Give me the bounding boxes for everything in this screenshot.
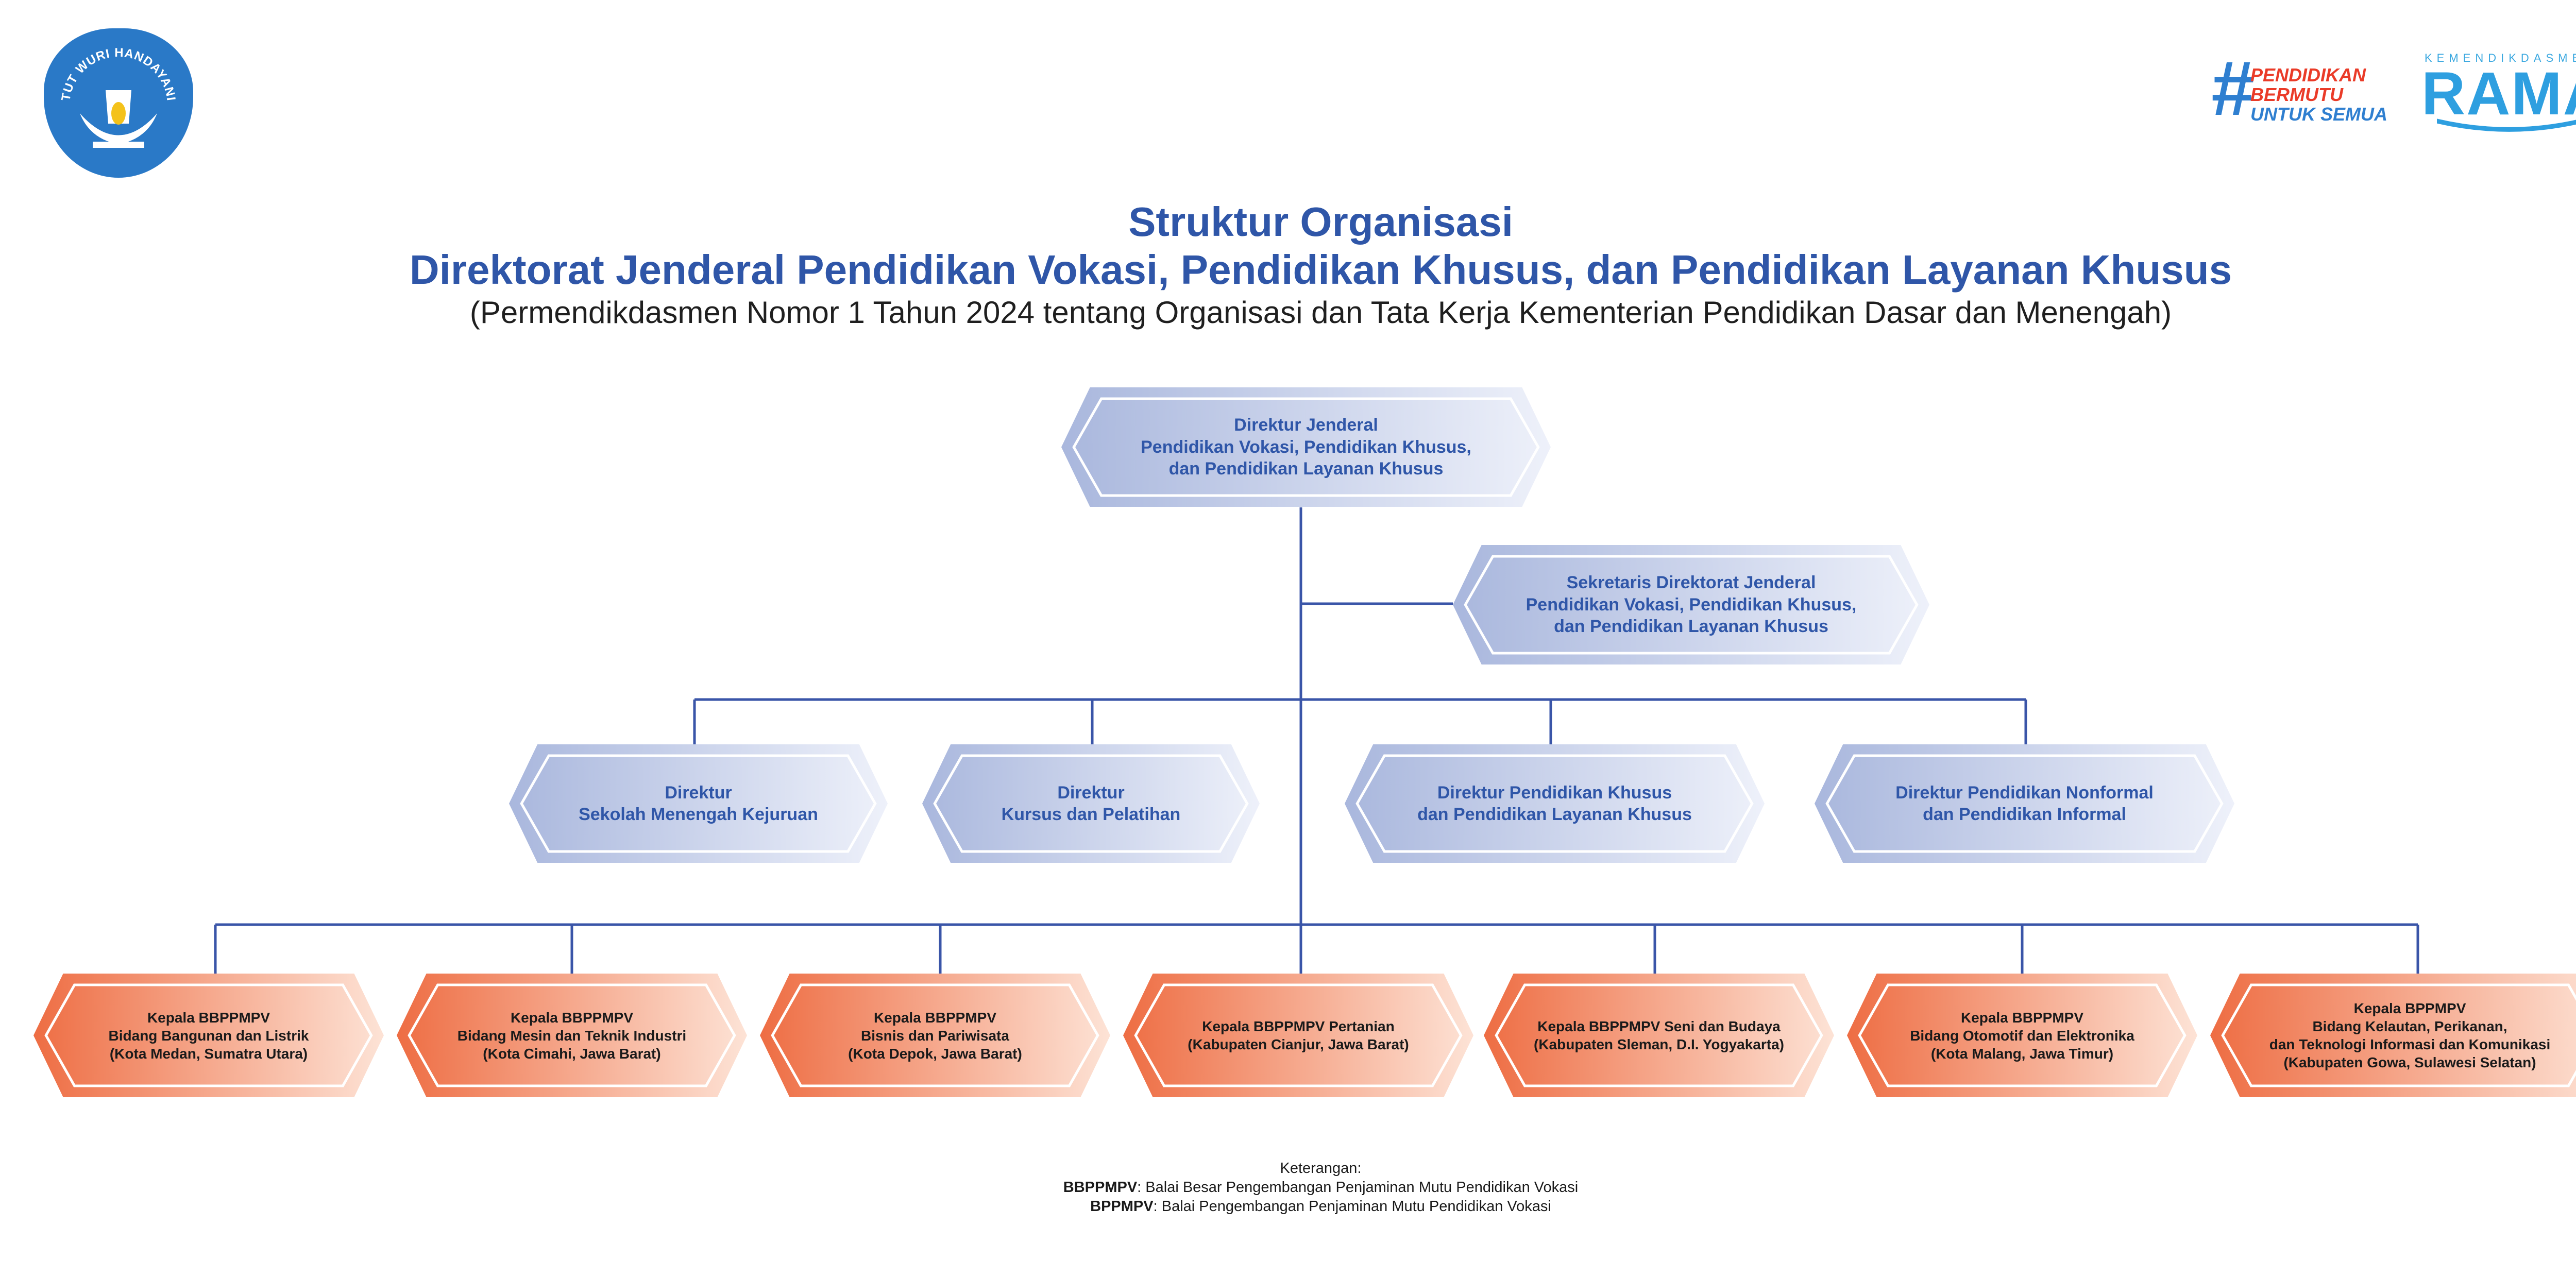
box-direktur-pendidikan-nonformal: Direktur Pendidikan Nonformal dan Pendid…: [1815, 744, 2234, 863]
box-bppmpv-kelautan-perikanan-tik: Kepala BPPMPV Bidang Kelautan, Perikanan…: [2210, 974, 2576, 1097]
box-direktur-jenderal: Direktur Jenderal Pendidikan Vokasi, Pen…: [1061, 387, 1551, 507]
hexagon-shape: [1815, 744, 2234, 863]
hexagon-shape: [1123, 974, 1473, 1097]
hexagon-shape: [397, 974, 747, 1097]
hexagon-shape: [922, 744, 1260, 863]
hexagon-shape: [760, 974, 1110, 1097]
smile-swoosh-icon: [2437, 118, 2576, 132]
box-bbppmpv-bisnis-pariwisata: Kepala BBPPMPV Bisnis dan Pariwisata (Ko…: [760, 974, 1110, 1097]
box-bbppmpv-seni-budaya: Kepala BBPPMPV Seni dan Budaya (Kabupate…: [1484, 974, 1834, 1097]
logo-emblem-icon: TUT WURI HANDAYANI: [59, 46, 178, 148]
legend-item-bbppmpv: BBPPMPV: Balai Besar Pengembangan Penjam…: [1063, 1179, 1579, 1196]
legend-keterangan: Keterangan: BBPPMPV: Balai Besar Pengemb…: [0, 1159, 2576, 1216]
hexagon-shape: [1847, 974, 2197, 1097]
hexagon-shape: [1345, 744, 1765, 863]
hexagon-shape: [33, 974, 384, 1097]
hexagon-shape: [509, 744, 888, 863]
page-title: Struktur Organisasi: [1128, 199, 1513, 245]
legend-item-bppmpv: BPPMPV: Balai Pengembangan Penjaminan Mu…: [1090, 1198, 1551, 1215]
box-direktur-kursus-pelatihan: Direktur Kursus dan Pelatihan: [922, 744, 1260, 863]
pendidikan-bermutu-tagline: # PENDIDIKAN BERMUTU UNTUK SEMUA: [2210, 45, 2396, 131]
hexagon-shape: [2210, 974, 2576, 1097]
tut-wuri-handayani-logo: TUT WURI HANDAYANI: [44, 28, 193, 178]
box-direktur-pendidikan-khusus: Direktur Pendidikan Khusus dan Pendidika…: [1345, 744, 1765, 863]
page-title-organization: Direktorat Jenderal Pendidikan Vokasi, P…: [409, 247, 2232, 293]
hexagon-shape: [1484, 974, 1834, 1097]
box-sekretaris-direktorat-jenderal: Sekretaris Direktorat Jenderal Pendidika…: [1453, 545, 1929, 664]
page-subtitle-regulation: (Permendikdasmen Nomor 1 Tahun 2024 tent…: [469, 295, 2172, 330]
hexagon-shape: [1453, 545, 1929, 664]
hashtag-icon: #: [2210, 45, 2253, 131]
box-direktur-smk: Direktur Sekolah Menengah Kejuruan: [509, 744, 888, 863]
kemendikdasmen-ramah-logo: KEMENDIKDASMEN RAMAH: [2421, 52, 2576, 134]
box-bbppmpv-otomotif-elektronika: Kepala BBPPMPV Bidang Otomotif dan Elekt…: [1847, 974, 2197, 1097]
hexagon-shape: [1061, 387, 1551, 507]
box-bbppmpv-pertanian: Kepala BBPPMPV Pertanian (Kabupaten Cian…: [1123, 974, 1473, 1097]
box-bbppmpv-mesin-teknik-industri: Kepala BBPPMPV Bidang Mesin dan Teknik I…: [397, 974, 747, 1097]
legend-heading: Keterangan:: [1280, 1160, 1362, 1177]
box-bbppmpv-bangunan-listrik: Kepala BBPPMPV Bidang Bangunan dan Listr…: [33, 974, 384, 1097]
